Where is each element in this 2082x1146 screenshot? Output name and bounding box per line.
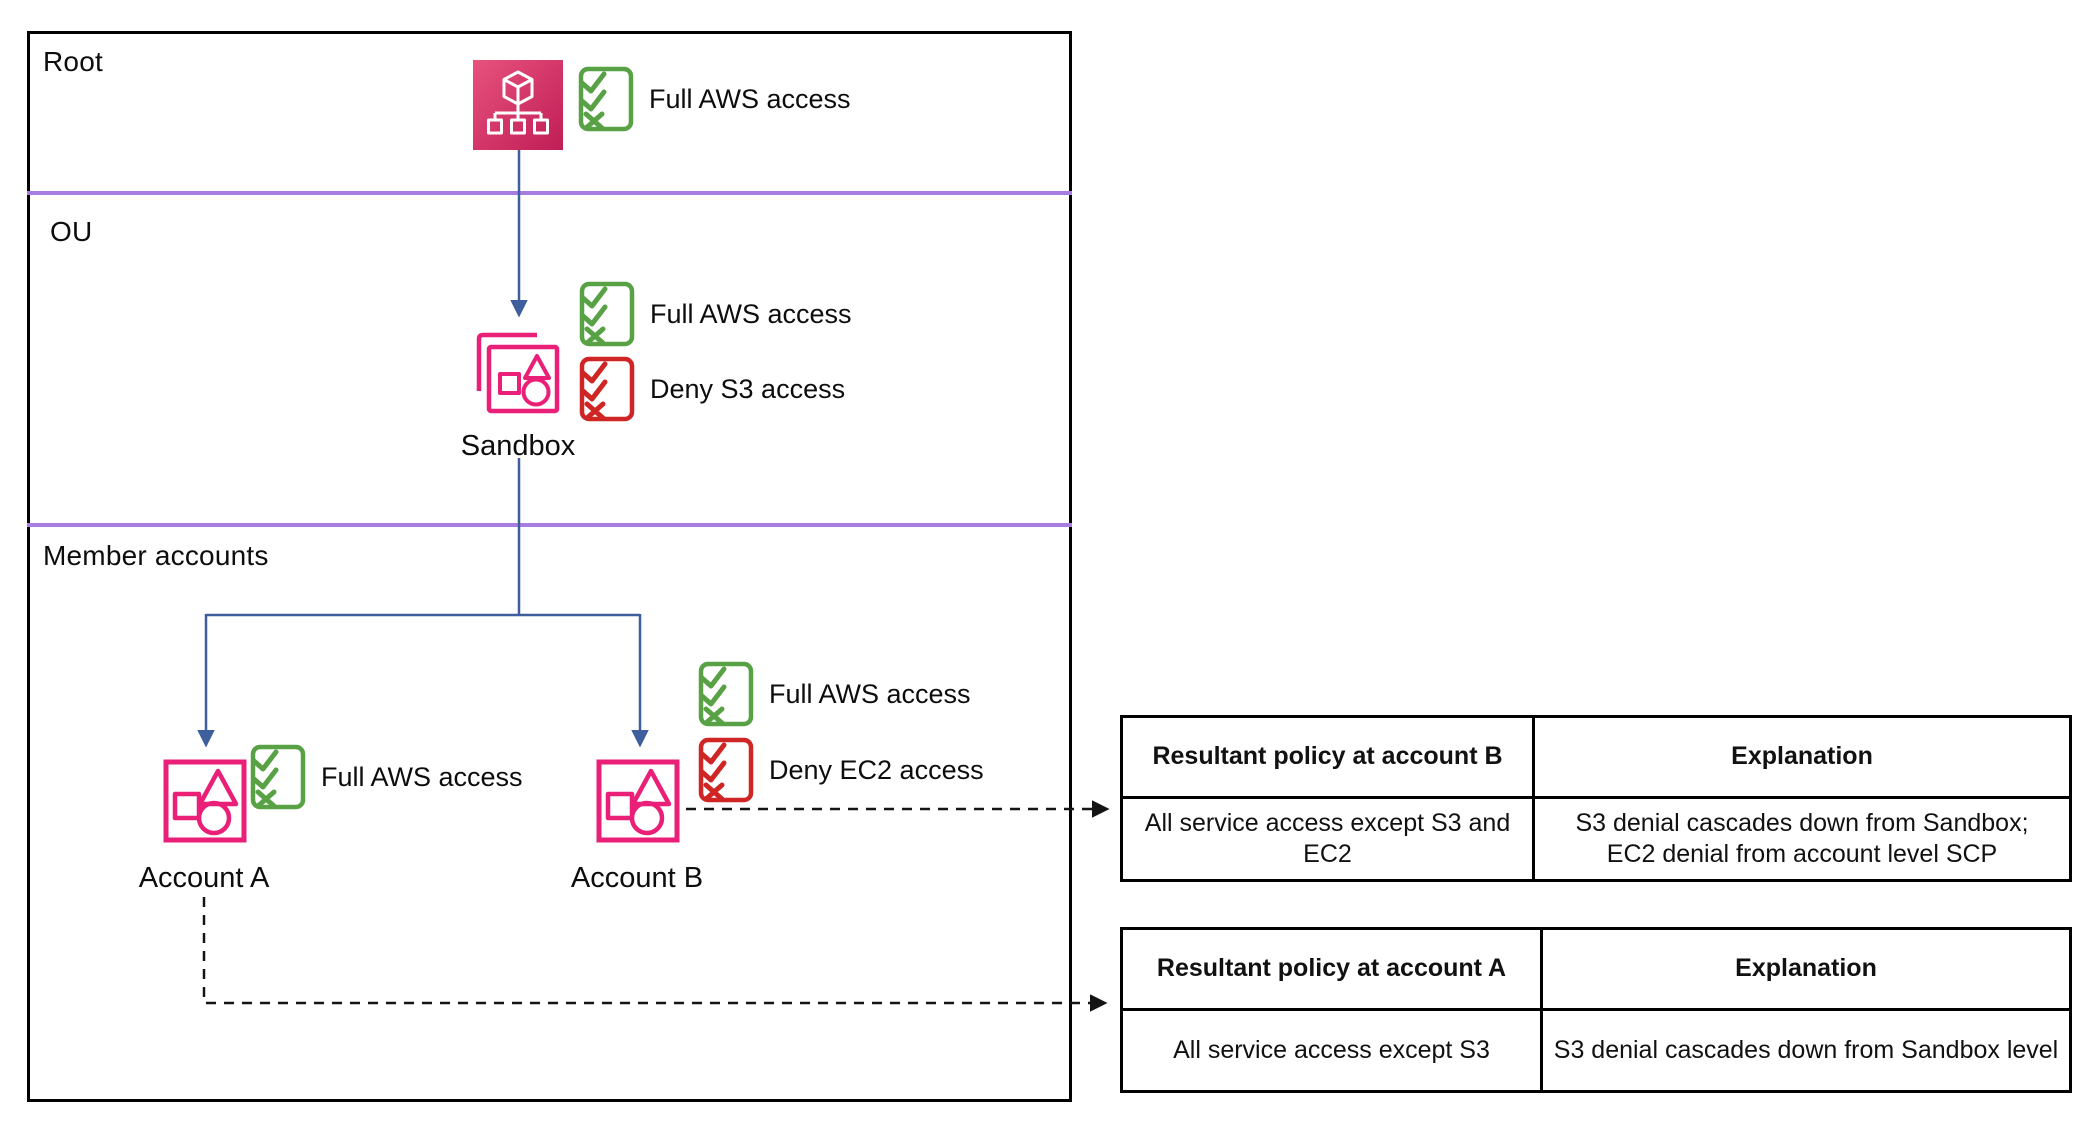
sandbox-ou-label: Sandbox	[460, 430, 576, 462]
ou-lane-label: OU	[50, 216, 93, 247]
policy-label: Full AWS access	[649, 83, 851, 114]
account-b-label: Account B	[570, 862, 704, 894]
aws-account-a-icon	[163, 759, 247, 843]
table-body-cell: S3 denial cascades down from Sandbox lev…	[1540, 1008, 2069, 1090]
sandbox-policy-deny-s3-access: Deny S3 access	[579, 356, 845, 422]
policy-label: Full AWS access	[650, 298, 852, 329]
policy-deny-checklist-icon	[579, 356, 635, 422]
policy-allow-checklist-icon	[579, 281, 635, 347]
account-b-policy-deny-ec2-access: Deny EC2 access	[698, 737, 984, 803]
policy-label: Full AWS access	[769, 678, 971, 709]
table-header-cell: Resultant policy at account B	[1152, 742, 1503, 771]
policy-label: Full AWS access	[321, 761, 523, 792]
organizational-unit-icon	[476, 332, 560, 414]
table-header-cell: Explanation	[1540, 930, 2069, 1008]
policy-allow-checklist-icon	[698, 661, 754, 727]
account-a-label: Account A	[138, 862, 270, 894]
root-ou-divider	[27, 191, 1072, 195]
member-accounts-lane-label: Member accounts	[43, 540, 269, 571]
policy-label: Deny S3 access	[650, 373, 846, 404]
root-lane-label: Root	[43, 46, 103, 77]
table-body-cell: S3 denial cascades down from Sandbox; EC…	[1532, 796, 2069, 879]
sandbox-policy-full-aws-access: Full AWS access	[579, 281, 852, 347]
policy-deny-checklist-icon	[698, 737, 754, 803]
table-body-cell: All service access except S3	[1123, 1008, 1540, 1090]
account-b-policy-full-aws-access: Full AWS access	[698, 661, 971, 727]
resultant-policy-table-account-b: Resultant policy at account B Explanatio…	[1120, 715, 2072, 882]
aws-account-b-icon	[596, 759, 680, 843]
table-header-cell: Resultant policy at account A	[1156, 954, 1507, 983]
policy-label: Deny EC2 access	[769, 754, 984, 785]
policy-allow-checklist-icon	[578, 66, 634, 132]
ou-member-divider	[27, 523, 1072, 527]
resultant-policy-table-account-a: Resultant policy at account A Explanatio…	[1120, 927, 2072, 1093]
table-header-cell: Explanation	[1532, 718, 2069, 796]
root-policy-full-aws-access: Full AWS access	[578, 66, 851, 132]
policy-allow-checklist-icon	[250, 744, 306, 810]
table-body-cell: All service access except S3 and EC2	[1123, 796, 1532, 879]
aws-organizations-root-icon	[473, 60, 563, 150]
account-a-policy-full-aws-access: Full AWS access	[250, 744, 523, 810]
